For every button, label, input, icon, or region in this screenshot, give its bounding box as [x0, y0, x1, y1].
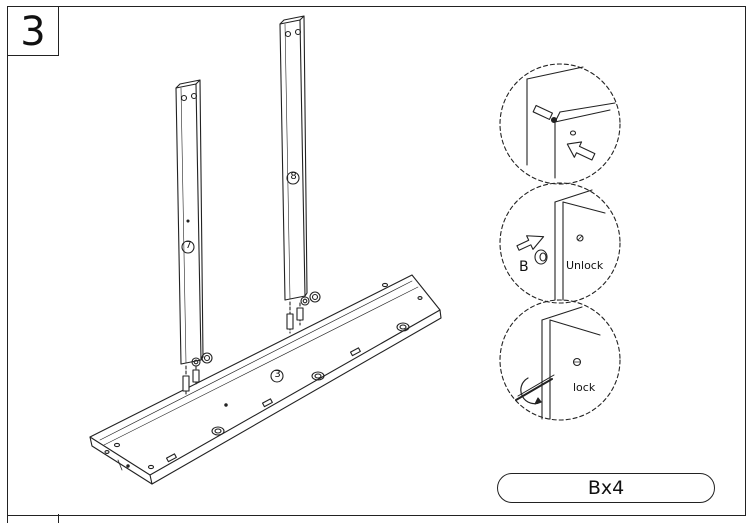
base-board-number: 3 [274, 369, 281, 380]
step-number-box: 3 [7, 6, 59, 56]
side-panel-left [175, 79, 213, 396]
next-step-tab [7, 514, 59, 523]
lock-label: lock [573, 381, 596, 394]
hardware-letter: B [519, 259, 529, 275]
detail-unlock [499, 182, 621, 304]
side-panel-right [279, 15, 321, 334]
quantity-badge: Bx4 [497, 473, 715, 503]
panel-left-number: 7 [185, 240, 192, 251]
detail-insert-dowel [499, 63, 621, 185]
quantity-label: Bx4 [587, 477, 625, 499]
panel-right-number: 8 [290, 171, 297, 182]
detail-lock [499, 299, 621, 421]
step-number: 3 [20, 9, 46, 55]
unlock-label: Unlock [566, 259, 604, 272]
base-board [89, 274, 442, 485]
